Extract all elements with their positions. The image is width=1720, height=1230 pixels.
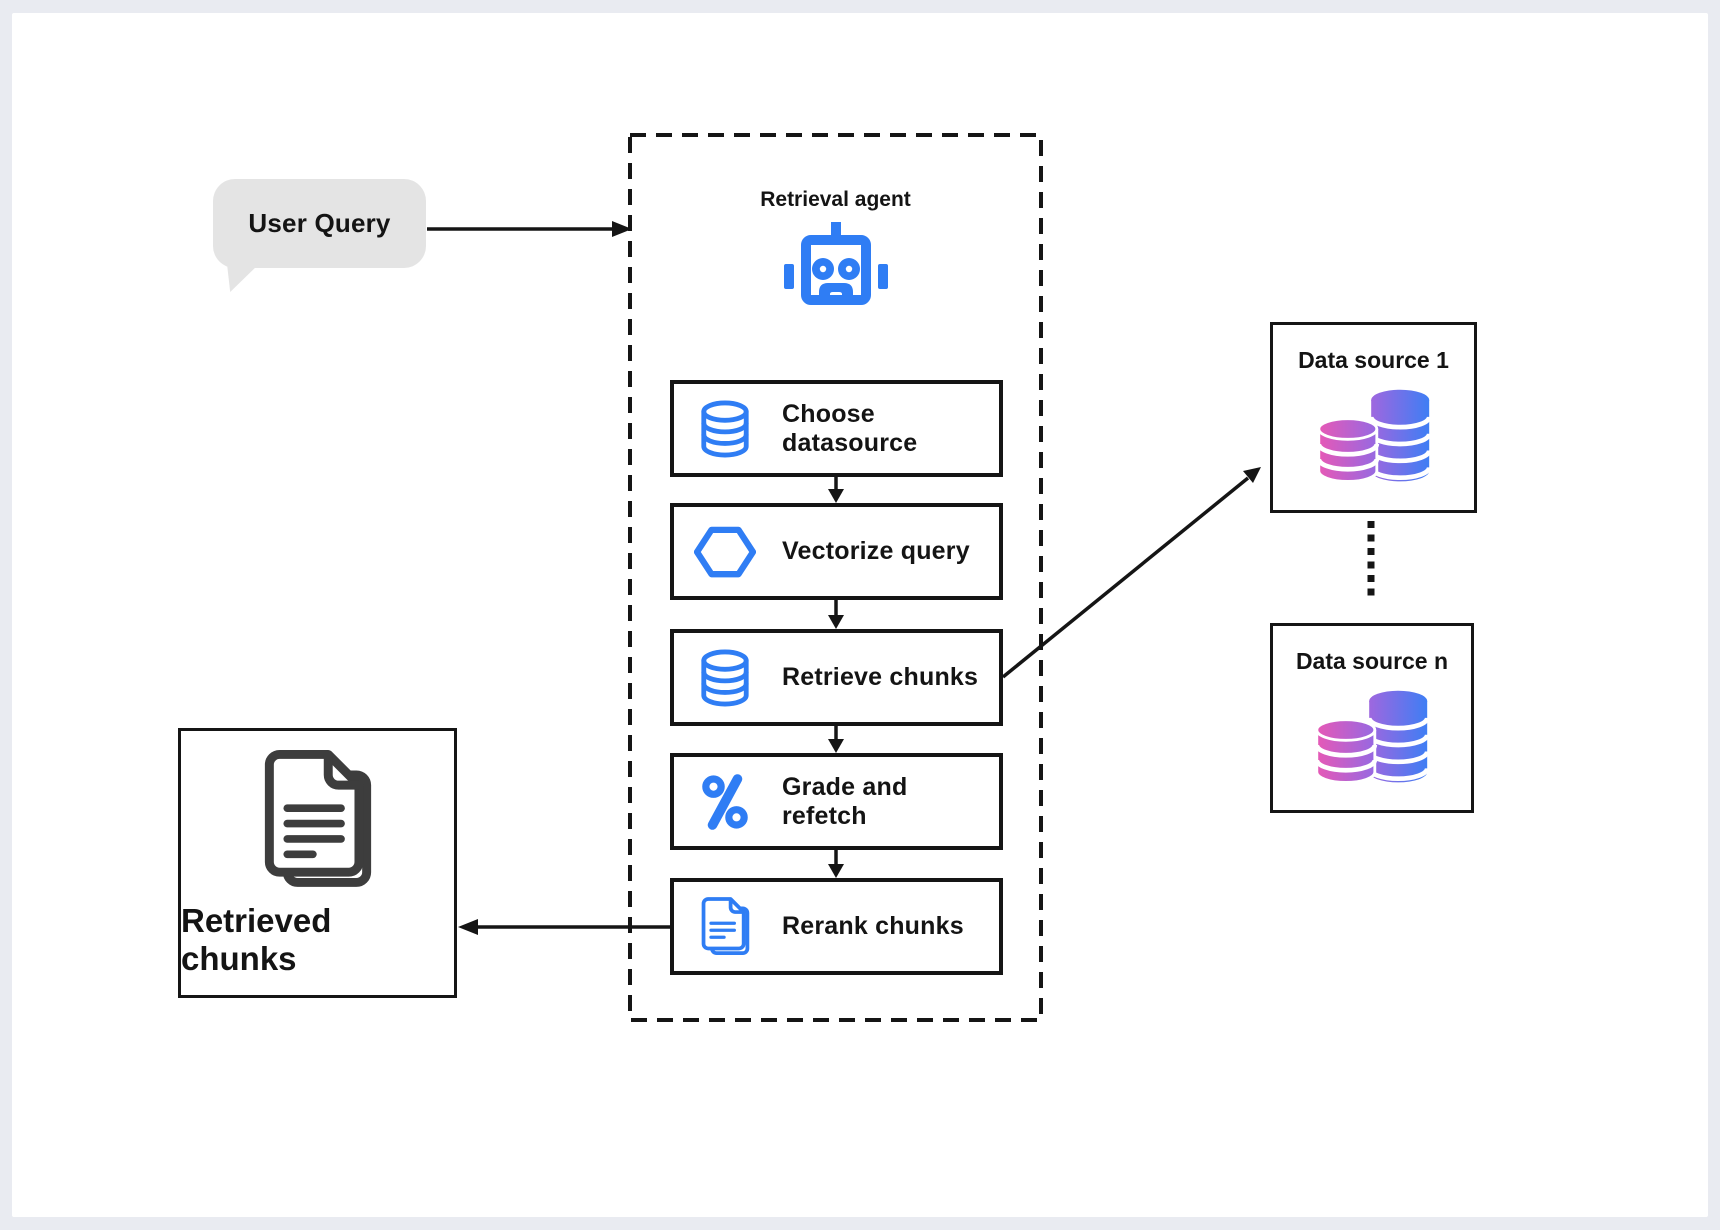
step-label: Retrieve chunks: [782, 663, 979, 691]
hexagon-icon: [694, 525, 756, 579]
step-label: Choose datasource: [782, 399, 918, 457]
data-source-n-label: Data source n: [1295, 648, 1449, 674]
database-icon: [694, 649, 756, 707]
percent-icon: [694, 773, 756, 830]
data-source-1-label: Data source 1: [1298, 347, 1449, 373]
user-query-bubble: User Query: [213, 179, 426, 292]
agent-title: Retrieval agent: [760, 188, 911, 211]
data-source-n-box: Data source n: [1270, 623, 1474, 813]
step-label: Rerank chunks: [782, 912, 964, 940]
retrieved-chunks-label: Retrieved chunks: [181, 901, 332, 977]
step-rerank-chunks: Rerank chunks: [670, 878, 1003, 975]
step-vectorize-query: Vectorize query: [670, 503, 1003, 600]
user-query-label: User Query: [248, 208, 391, 238]
step-choose-datasource: Choose datasource: [670, 380, 1003, 477]
step-label: Vectorize query: [782, 537, 970, 565]
documents-icon: [254, 749, 382, 898]
gradient-database-icon: [1315, 384, 1432, 494]
step-retrieve-chunks: Retrieve chunks: [670, 629, 1003, 726]
database-icon: [694, 400, 756, 458]
step-label: Grade and refetch: [782, 772, 908, 830]
data-source-1-box: Data source 1: [1270, 322, 1477, 513]
documents-icon: [694, 896, 756, 957]
step-grade-and-refetch: Grade and refetch: [670, 753, 1003, 850]
gradient-database-icon: [1314, 685, 1430, 795]
retrieved-chunks-box: Retrieved chunks: [178, 728, 457, 998]
robot-icon: [784, 222, 888, 320]
